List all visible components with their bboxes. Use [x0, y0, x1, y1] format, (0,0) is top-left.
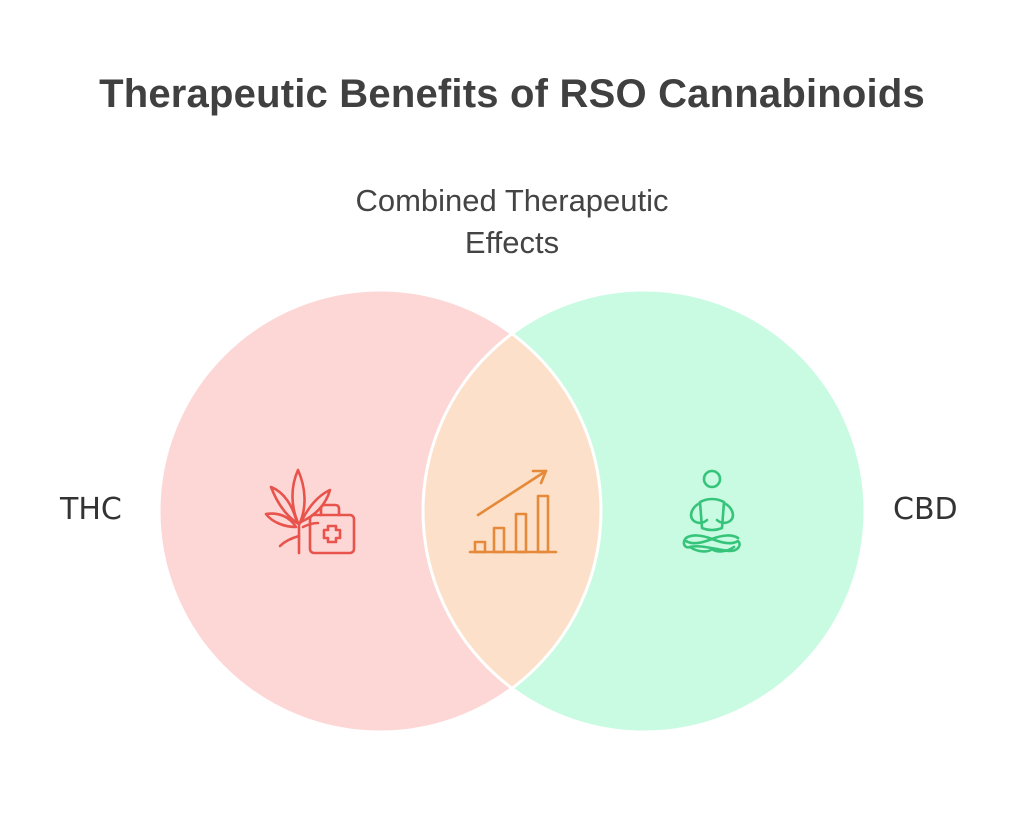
page-title: Therapeutic Benefits of RSO Cannabinoids [99, 72, 925, 116]
cannabis-leaf-medical-kit-icon [264, 468, 356, 555]
set-label-thc: THC [60, 492, 122, 527]
overlap-region [423, 290, 601, 732]
cbd-circle-outline [421, 288, 867, 734]
meditating-person-icon [682, 469, 741, 553]
set-label-cbd: CBD [893, 492, 958, 527]
overlap-label: Combined Therapeutic Effects [355, 183, 669, 260]
growth-bar-chart-arrow-icon [468, 469, 558, 554]
thc-circle-outline [157, 288, 603, 734]
